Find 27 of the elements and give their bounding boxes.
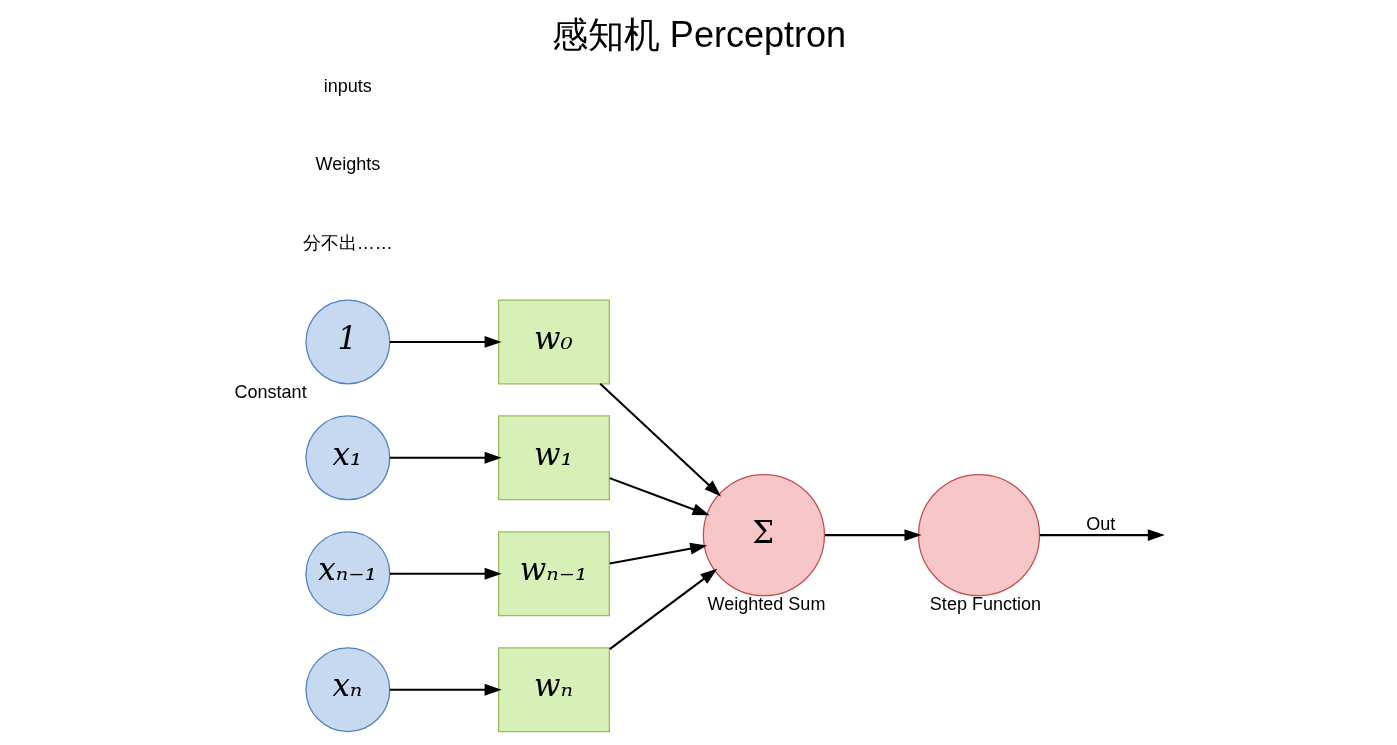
node-circle: xₙ bbox=[304, 647, 390, 733]
node-box: wₙ₋₁ bbox=[497, 531, 610, 617]
node-box: w₁ bbox=[497, 415, 610, 501]
node-label: Constant bbox=[234, 382, 307, 403]
label: 分不出…… bbox=[302, 232, 393, 253]
arrow bbox=[824, 529, 922, 542]
arrow bbox=[389, 567, 502, 580]
edge-label: Out bbox=[1085, 514, 1115, 535]
arrow bbox=[389, 683, 502, 696]
node-circle: 1 bbox=[304, 299, 390, 385]
node-circle bbox=[917, 473, 1040, 597]
arrow bbox=[608, 477, 710, 516]
node-circle: x₁ bbox=[304, 415, 390, 501]
node-box: wₙ bbox=[497, 647, 610, 733]
arrow bbox=[389, 451, 502, 464]
diagram-title: 感知机 Perceptron bbox=[551, 14, 846, 56]
node-label: Weighted Sum bbox=[707, 594, 825, 615]
node-circle: xₙ₋₁ bbox=[304, 531, 390, 617]
node-label: Step Function bbox=[929, 594, 1041, 615]
arrow bbox=[1039, 529, 1165, 542]
arrow bbox=[609, 542, 707, 565]
arrow bbox=[389, 335, 502, 348]
arrow bbox=[608, 568, 717, 650]
node-box: w₀ bbox=[497, 299, 610, 385]
label: inputs bbox=[323, 75, 372, 96]
arrow bbox=[599, 383, 721, 497]
label: Weights bbox=[314, 154, 380, 175]
